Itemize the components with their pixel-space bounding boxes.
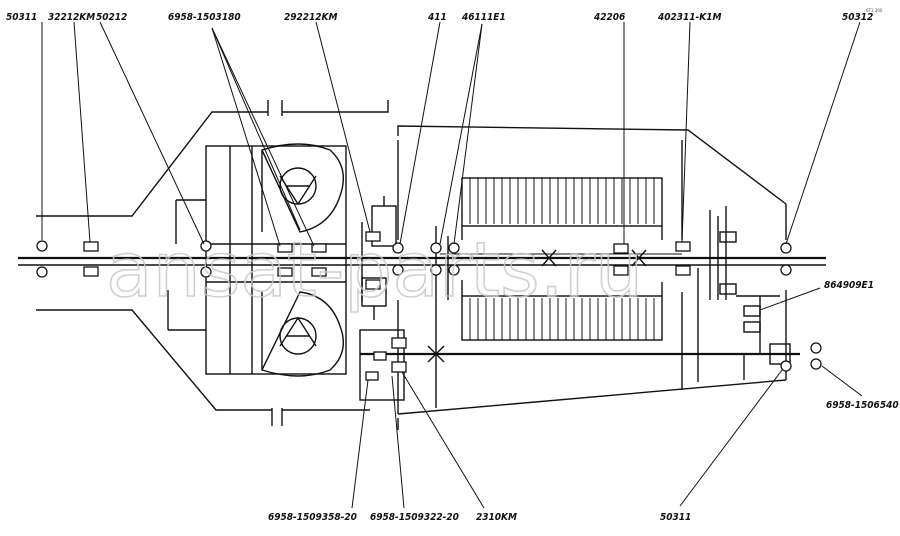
label-864909e1: 864909E1 <box>824 280 874 291</box>
watermark: ansat-parts.ru <box>106 225 643 314</box>
leader-lines <box>41 21 863 509</box>
label-6958-1506540: 6958-1506540 <box>826 400 899 411</box>
label-50212: 50212 <box>96 12 127 23</box>
label-292212km: 292212KM <box>284 12 338 23</box>
corner-code: 6T1 300 <box>866 8 883 13</box>
label-2310km: 2310KM <box>476 512 517 523</box>
label-6958-1509358-20: 6958-1509358-20 <box>268 512 357 523</box>
label-402311-k1m: 402311-K1M <box>658 12 722 23</box>
label-42206: 42206 <box>594 12 625 23</box>
part-labels: 50311 32212KM 50212 6958-1503180 292212K… <box>6 12 899 523</box>
label-411: 411 <box>428 12 447 23</box>
output-gears <box>709 206 791 380</box>
gear-pack-lower <box>461 280 663 341</box>
label-6958-1509322-20: 6958-1509322-20 <box>370 512 459 523</box>
gear-pack-upper <box>461 177 663 240</box>
countershaft-gears <box>427 226 647 408</box>
label-50311-top: 50311 <box>6 12 37 23</box>
bearings <box>36 231 822 381</box>
label-46111e1: 46111E1 <box>462 12 506 23</box>
label-50311-bottom: 50311 <box>660 512 691 523</box>
label-32212km: 32212KM <box>48 12 95 23</box>
housing-outline <box>36 100 787 430</box>
label-50312: 50312 <box>842 12 873 23</box>
label-6958-1503180: 6958-1503180 <box>168 12 241 23</box>
torque-converter <box>167 143 363 377</box>
